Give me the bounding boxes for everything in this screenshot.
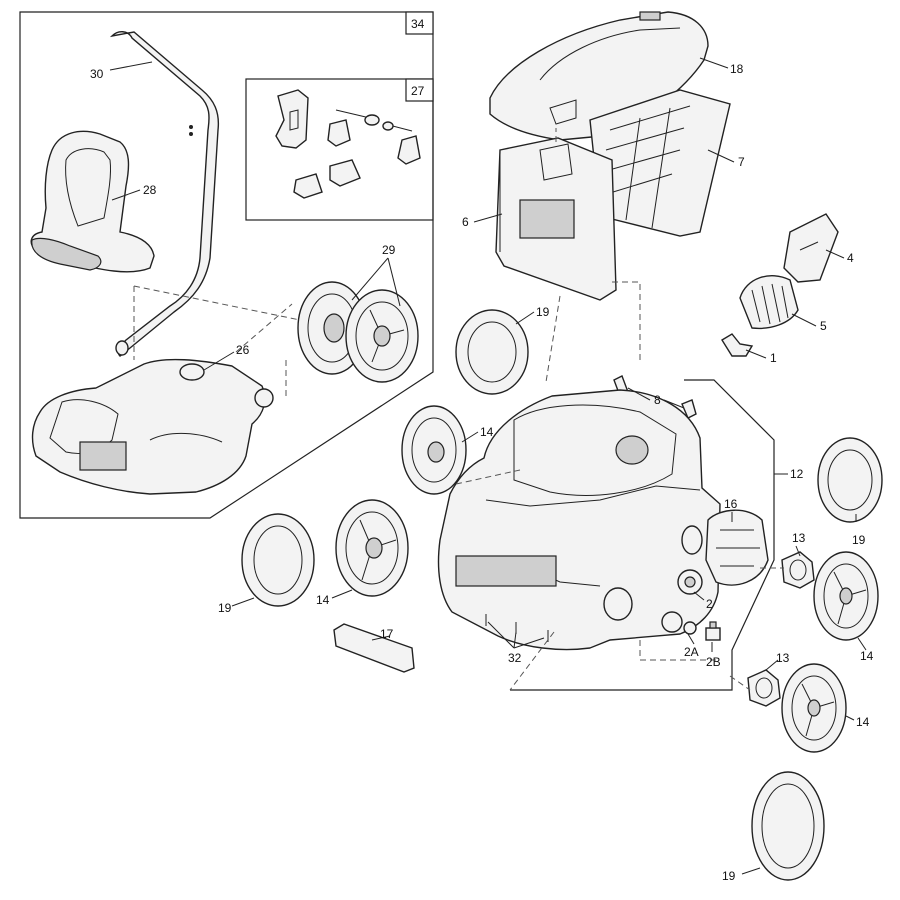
alignment-lines <box>133 128 784 691</box>
clip-part <box>329 159 361 187</box>
callout-4: 4 <box>847 251 854 265</box>
wheel-pair-29 <box>297 281 419 383</box>
callout-19-upper: 19 <box>536 305 550 319</box>
callout-7: 7 <box>738 155 745 169</box>
callout-14-center: 14 <box>480 425 494 439</box>
callout-2: 2 <box>706 597 713 611</box>
callout-28: 28 <box>143 183 157 197</box>
callout-13-lower: 13 <box>776 651 790 665</box>
brush-part-17 <box>333 623 415 673</box>
wheel-part-14d <box>781 663 847 753</box>
clip-part <box>293 173 323 199</box>
callout-34: 34 <box>411 17 425 31</box>
tire-part-19c <box>241 513 315 607</box>
bushing-part-13a <box>781 551 815 589</box>
bolt-part-2B <box>705 621 721 641</box>
kit-frame-34: 34 <box>19 11 434 519</box>
bushing-part-13b <box>747 669 781 707</box>
clip-part <box>397 135 421 165</box>
callout-1: 1 <box>770 351 777 365</box>
frame-part-12 <box>510 379 775 691</box>
callout-2A: 2A <box>684 645 699 659</box>
wheel-part-14a <box>401 405 467 495</box>
callout-17: 17 <box>380 627 394 641</box>
callout-13-upper: 13 <box>792 531 806 545</box>
seal-part-2 <box>677 569 703 595</box>
callout-18: 18 <box>730 62 744 76</box>
callout-2B: 2B <box>706 655 721 669</box>
callout-6: 6 <box>462 215 469 229</box>
callout-14-lower: 14 <box>856 715 870 729</box>
chassis-part-26 <box>31 358 274 495</box>
drive-plate-part-16 <box>705 509 769 586</box>
clip-bracket <box>275 89 309 149</box>
washer <box>364 114 380 126</box>
callout-14-right: 14 <box>860 649 874 663</box>
filter-basket-part-7 <box>589 89 731 237</box>
wheel-part-14b <box>813 551 879 641</box>
tire-part-19d <box>751 771 825 881</box>
washer <box>382 121 394 131</box>
callout-labels: 30 28 29 26 18 7 6 4 5 1 19 8 14 12 16 1… <box>90 62 874 883</box>
callout-19-right: 19 <box>852 533 866 547</box>
tire-part-19b <box>817 437 883 523</box>
wheel-part-14c <box>335 499 409 597</box>
clip-part <box>327 119 351 147</box>
callout-16: 16 <box>724 497 738 511</box>
callout-30: 30 <box>90 67 104 81</box>
impeller-part-1 <box>721 333 754 357</box>
bumper-part-28 <box>30 130 155 273</box>
callout-8: 8 <box>654 393 661 407</box>
washer-part-2A <box>661 611 697 635</box>
grate-part-5 <box>739 275 799 330</box>
tire-part-19a <box>455 309 529 395</box>
kit-box-27: 27 <box>245 78 434 221</box>
callout-12: 12 <box>790 467 804 481</box>
leader-lines <box>109 57 867 875</box>
callout-27: 27 <box>411 84 425 98</box>
callout-19-left: 19 <box>218 601 232 615</box>
callout-19-bottom: 19 <box>722 869 736 883</box>
callout-26: 26 <box>236 343 250 357</box>
motor-part-4 <box>783 213 839 283</box>
callout-5: 5 <box>820 319 827 333</box>
callout-29: 29 <box>382 243 396 257</box>
main-body <box>437 389 721 651</box>
callout-14-left: 14 <box>316 593 330 607</box>
callout-32: 32 <box>508 651 522 665</box>
handle-part-30 <box>109 31 220 357</box>
canister-part-6 <box>495 137 617 301</box>
